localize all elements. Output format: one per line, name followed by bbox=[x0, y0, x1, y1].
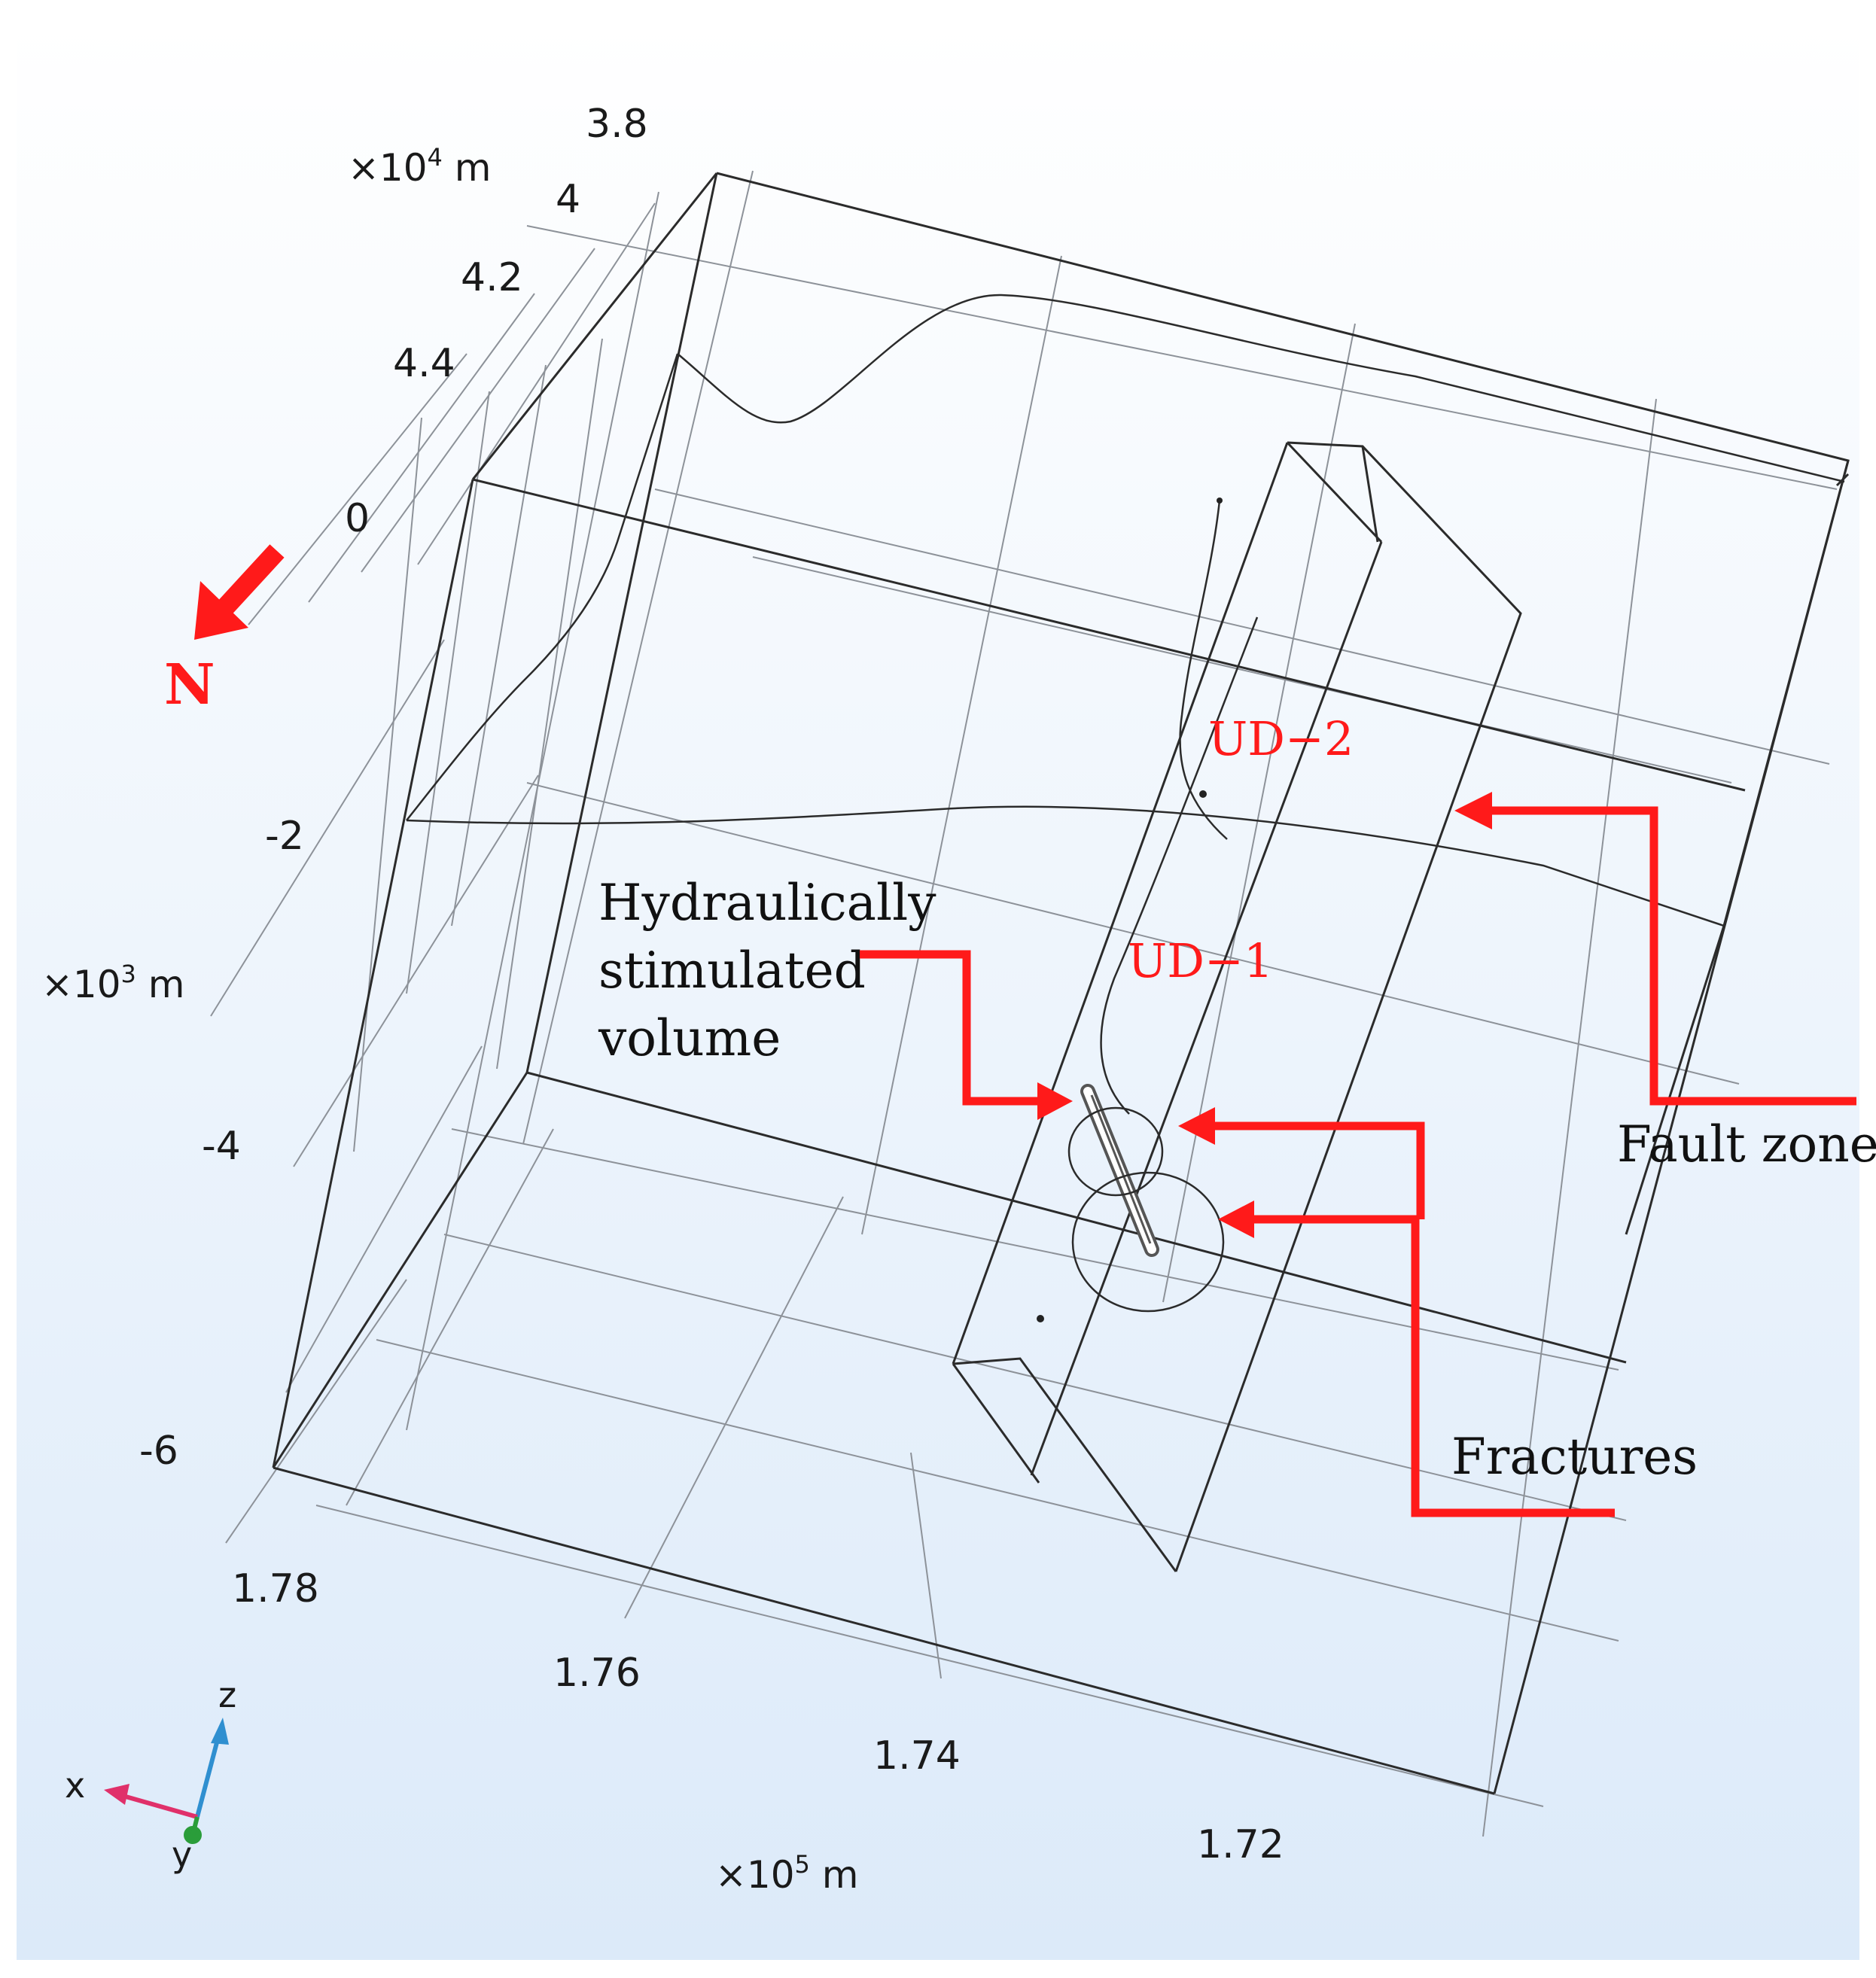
top-axis-tick-label: 4.4 bbox=[393, 341, 455, 386]
stimulated-volume-label-line3: volume bbox=[598, 1009, 781, 1067]
top-axis-tick-label: 3.8 bbox=[586, 102, 648, 147]
bottom-axis: 1.78 1.76 1.74 1.72 ×105 m bbox=[232, 1566, 1284, 1897]
z-axis-arrow bbox=[195, 1730, 222, 1818]
fractures-pointer-lower bbox=[1248, 1215, 1615, 1517]
vertical-axis: ×103 m 0 -2 -4 -6 bbox=[41, 496, 370, 1474]
arrowhead-icon bbox=[1454, 792, 1492, 829]
top-axis-unit: ×104 m bbox=[348, 143, 492, 190]
north-arrow-icon: N bbox=[164, 544, 285, 717]
vertical-axis-unit: ×103 m bbox=[41, 960, 185, 1006]
stimulated-volume-label-line1: Hydraulically bbox=[598, 874, 936, 932]
north-label: N bbox=[164, 653, 215, 717]
stimulated-volume-shape bbox=[1080, 1084, 1159, 1257]
x-axis-arrow bbox=[120, 1793, 198, 1819]
fractures-pointer-upper bbox=[1212, 1121, 1425, 1219]
bottom-axis-tick-label: 1.78 bbox=[232, 1566, 319, 1611]
x-axis-label: x bbox=[65, 1765, 85, 1806]
vertical-axis-tick-label: -4 bbox=[202, 1124, 241, 1169]
arrowhead-icon bbox=[211, 1718, 229, 1745]
arrowhead-icon bbox=[1178, 1107, 1215, 1145]
stimulated-volume-label-line2: stimulated bbox=[598, 942, 866, 1000]
well-bottom-marker bbox=[1037, 1315, 1044, 1322]
stimulated-volume-pointer bbox=[860, 950, 1043, 1106]
arrowhead-icon bbox=[104, 1784, 129, 1805]
horizon-curves bbox=[406, 294, 1845, 927]
top-axis-tick-label: 4 bbox=[556, 177, 580, 222]
bottom-axis-tick-label: 1.74 bbox=[873, 1733, 961, 1779]
vertical-axis-tick-label: -2 bbox=[265, 814, 304, 859]
fracture-disc-lower bbox=[1071, 1171, 1225, 1313]
well-label-ud2: UD−2 bbox=[1208, 711, 1354, 766]
well-ud1-trajectory bbox=[1100, 616, 1259, 1115]
top-axis: ×104 m 3.8 4 4.2 4.4 bbox=[348, 102, 648, 386]
fracture-disc-upper bbox=[1067, 1106, 1164, 1197]
fractures-annotation: Fractures bbox=[1178, 1107, 1698, 1517]
top-axis-tick-label: 4.2 bbox=[461, 255, 523, 300]
bottom-axis-unit: ×105 m bbox=[715, 1850, 859, 1897]
stimulated-volume-annotation: Hydraulically stimulated volume bbox=[598, 874, 1073, 1120]
fracture-discs bbox=[1067, 1106, 1225, 1313]
bottom-axis-tick-label: 1.72 bbox=[1197, 1822, 1284, 1867]
fault-zone-annotation: Fault zone bbox=[1454, 792, 1876, 1173]
well-top-marker bbox=[1217, 498, 1223, 504]
z-axis-label: z bbox=[218, 1675, 236, 1715]
fault-zone-slab bbox=[952, 441, 1522, 1572]
well-trajectories bbox=[1037, 498, 1259, 1322]
arrowhead-icon bbox=[1218, 1200, 1254, 1238]
viewport-background bbox=[17, 21, 1859, 1960]
model-bounding-box bbox=[272, 172, 1850, 1795]
y-axis-label: y bbox=[172, 1834, 192, 1875]
well-label-ud1: UD−1 bbox=[1128, 933, 1273, 988]
axis-triad: z x y bbox=[65, 1675, 236, 1875]
well-ud2-marker bbox=[1199, 790, 1207, 798]
vertical-axis-tick-label: 0 bbox=[345, 496, 370, 541]
well-ud2-trajectory bbox=[1179, 500, 1228, 840]
bottom-axis-tick-label: 1.76 bbox=[553, 1651, 641, 1696]
fault-zone-pointer bbox=[1487, 806, 1856, 1106]
arrowhead-icon bbox=[1037, 1082, 1073, 1120]
vertical-axis-tick-label: -6 bbox=[139, 1429, 178, 1474]
fault-zone-label: Fault zone bbox=[1617, 1115, 1876, 1173]
fractures-label: Fractures bbox=[1451, 1428, 1698, 1486]
